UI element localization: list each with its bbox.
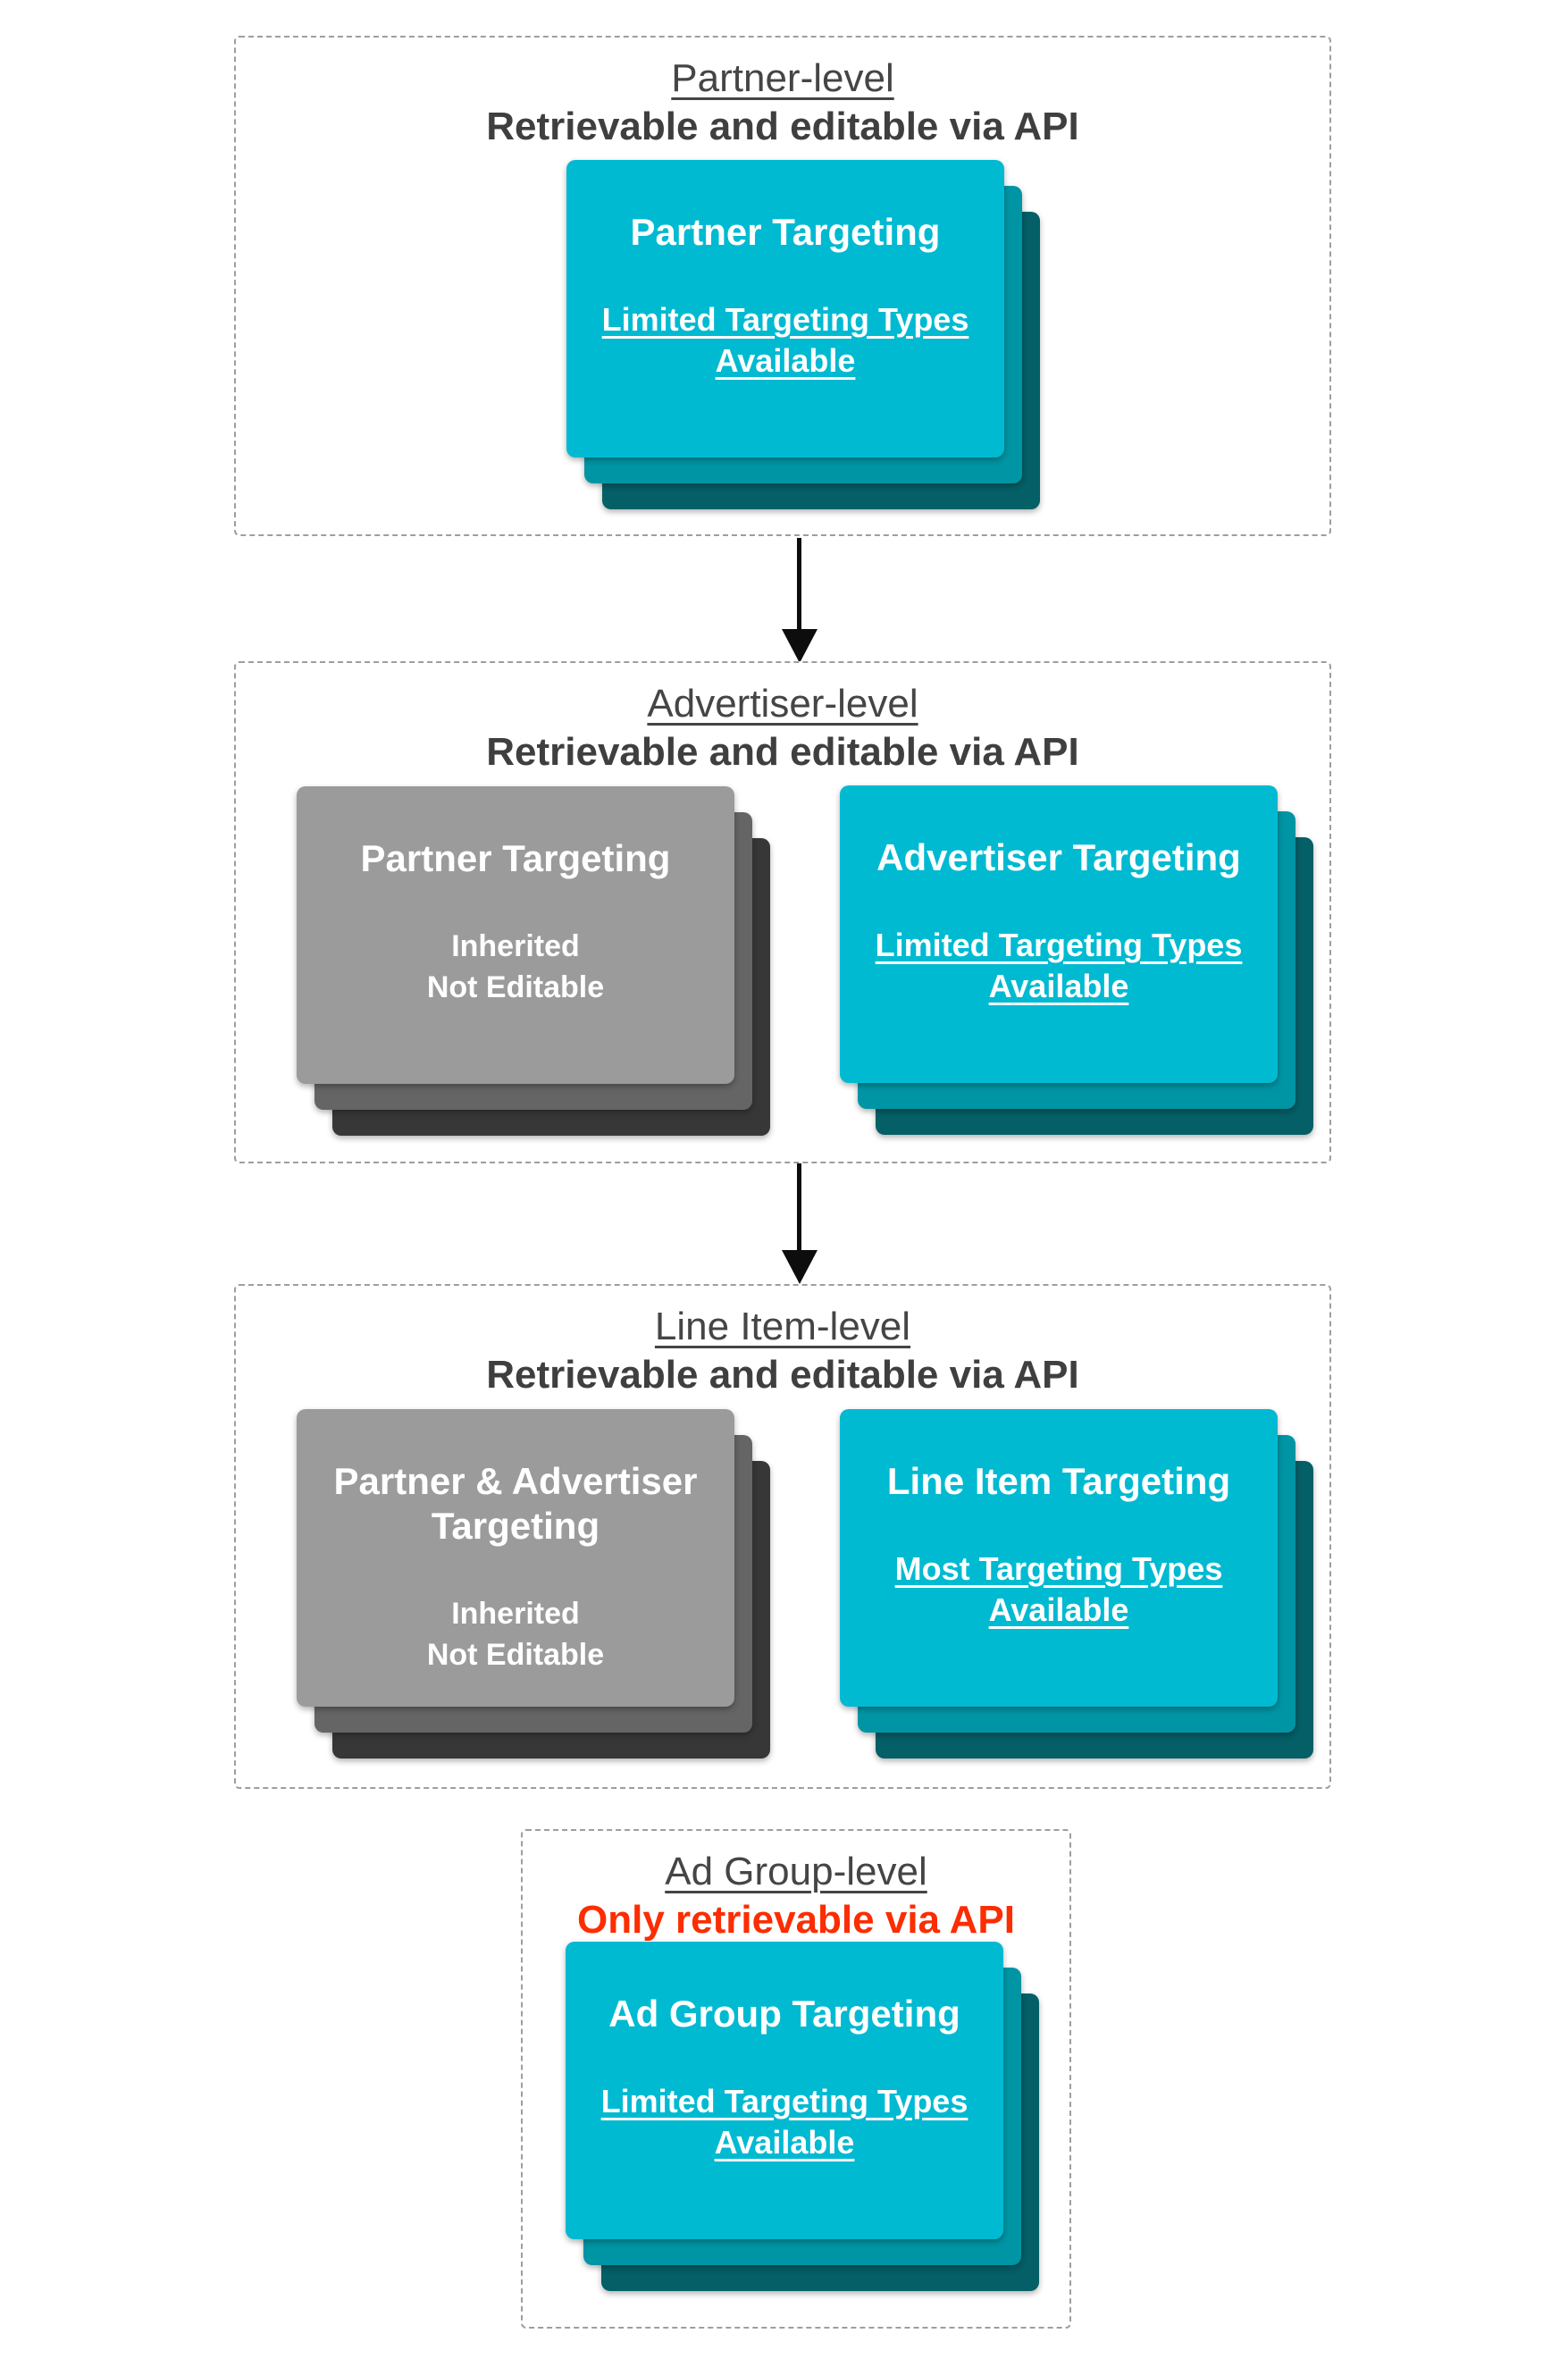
card-body: Limited Targeting Types Available	[602, 299, 969, 382]
down-arrow-icon	[782, 538, 818, 663]
card-partner-advertiser-targeting-inherited: Partner & Advertiser Targeting Inherited…	[297, 1409, 734, 1707]
card-stack-inherited-partner-targeting: Partner Targeting Inherited Not Editable	[297, 786, 770, 1136]
card-stack-line-item-targeting: Line Item Targeting Most Targeting Types…	[840, 1409, 1313, 1758]
section-title: Line Item-level	[654, 1305, 911, 1348]
card-body-line: Most Targeting Types	[894, 1550, 1223, 1587]
arrow-shaft	[797, 538, 801, 629]
section-title: Ad Group-level	[665, 1850, 927, 1893]
section-partner-level: Partner-level Retrievable and editable v…	[234, 36, 1331, 536]
card-title: Partner Targeting	[630, 211, 941, 253]
card-body-line: Limited Targeting Types	[875, 927, 1243, 963]
card-body-line: Available	[715, 342, 856, 379]
card-body-line: Available	[988, 1591, 1129, 1628]
card-body: Limited Targeting Types Available	[876, 925, 1243, 1007]
card-title: Advertiser Targeting	[876, 836, 1241, 878]
card-body-line: Available	[988, 968, 1129, 1004]
card-body-line: Limited Targeting Types	[600, 2083, 968, 2119]
section-advertiser-level: Advertiser-level Retrievable and editabl…	[234, 661, 1331, 1163]
card-partner-targeting-inherited: Partner Targeting Inherited Not Editable	[297, 786, 734, 1084]
section-subtitle: Retrievable and editable via API	[486, 730, 1079, 774]
card-body-line: Inherited	[451, 1597, 580, 1631]
section-subtitle: Retrievable and editable via API	[486, 1353, 1079, 1397]
card-partner-targeting: Partner Targeting Limited Targeting Type…	[566, 160, 1004, 457]
card-body-line: Limited Targeting Types	[601, 301, 969, 338]
card-stack-ad-group-targeting: Ad Group Targeting Limited Targeting Typ…	[566, 1942, 1039, 2291]
card-title: Line Item Targeting	[886, 1460, 1231, 1502]
down-arrow-icon	[782, 1163, 818, 1284]
card-advertiser-targeting: Advertiser Targeting Limited Targeting T…	[840, 785, 1278, 1083]
section-ad-group-level: Ad Group-level Only retrievable via API …	[521, 1829, 1071, 2329]
card-body-line: Available	[714, 2124, 855, 2161]
card-title: Partner Targeting	[360, 837, 671, 879]
card-body: Inherited Not Editable	[427, 1593, 604, 1675]
card-line-item-targeting: Line Item Targeting Most Targeting Types…	[840, 1409, 1278, 1707]
card-body-line: Inherited	[451, 929, 580, 963]
card-title: Ad Group Targeting	[608, 1993, 960, 2035]
section-title: Partner-level	[671, 56, 894, 100]
section-line-item-level: Line Item-level Retrievable and editable…	[234, 1284, 1331, 1789]
card-body: Limited Targeting Types Available	[601, 2081, 968, 2163]
card-stack-partner-targeting: Partner Targeting Limited Targeting Type…	[566, 160, 1040, 509]
card-stack-inherited-partner-advertiser-targeting: Partner & Advertiser Targeting Inherited…	[297, 1409, 770, 1758]
arrow-shaft	[797, 1163, 801, 1250]
card-body-line: Not Editable	[426, 970, 605, 1004]
card-title: Partner & Advertiser Targeting	[333, 1460, 698, 1547]
card-body-line: Not Editable	[426, 1638, 605, 1672]
card-stack-advertiser-targeting: Advertiser Targeting Limited Targeting T…	[840, 785, 1313, 1135]
arrow-head	[782, 1250, 818, 1284]
section-title: Advertiser-level	[647, 682, 918, 726]
section-subtitle: Only retrievable via API	[577, 1898, 1015, 1942]
card-body: Most Targeting Types Available	[895, 1549, 1223, 1631]
arrow-head	[782, 629, 818, 663]
section-subtitle: Retrievable and editable via API	[486, 105, 1079, 148]
card-body: Inherited Not Editable	[427, 926, 604, 1008]
card-ad-group-targeting: Ad Group Targeting Limited Targeting Typ…	[566, 1942, 1003, 2239]
